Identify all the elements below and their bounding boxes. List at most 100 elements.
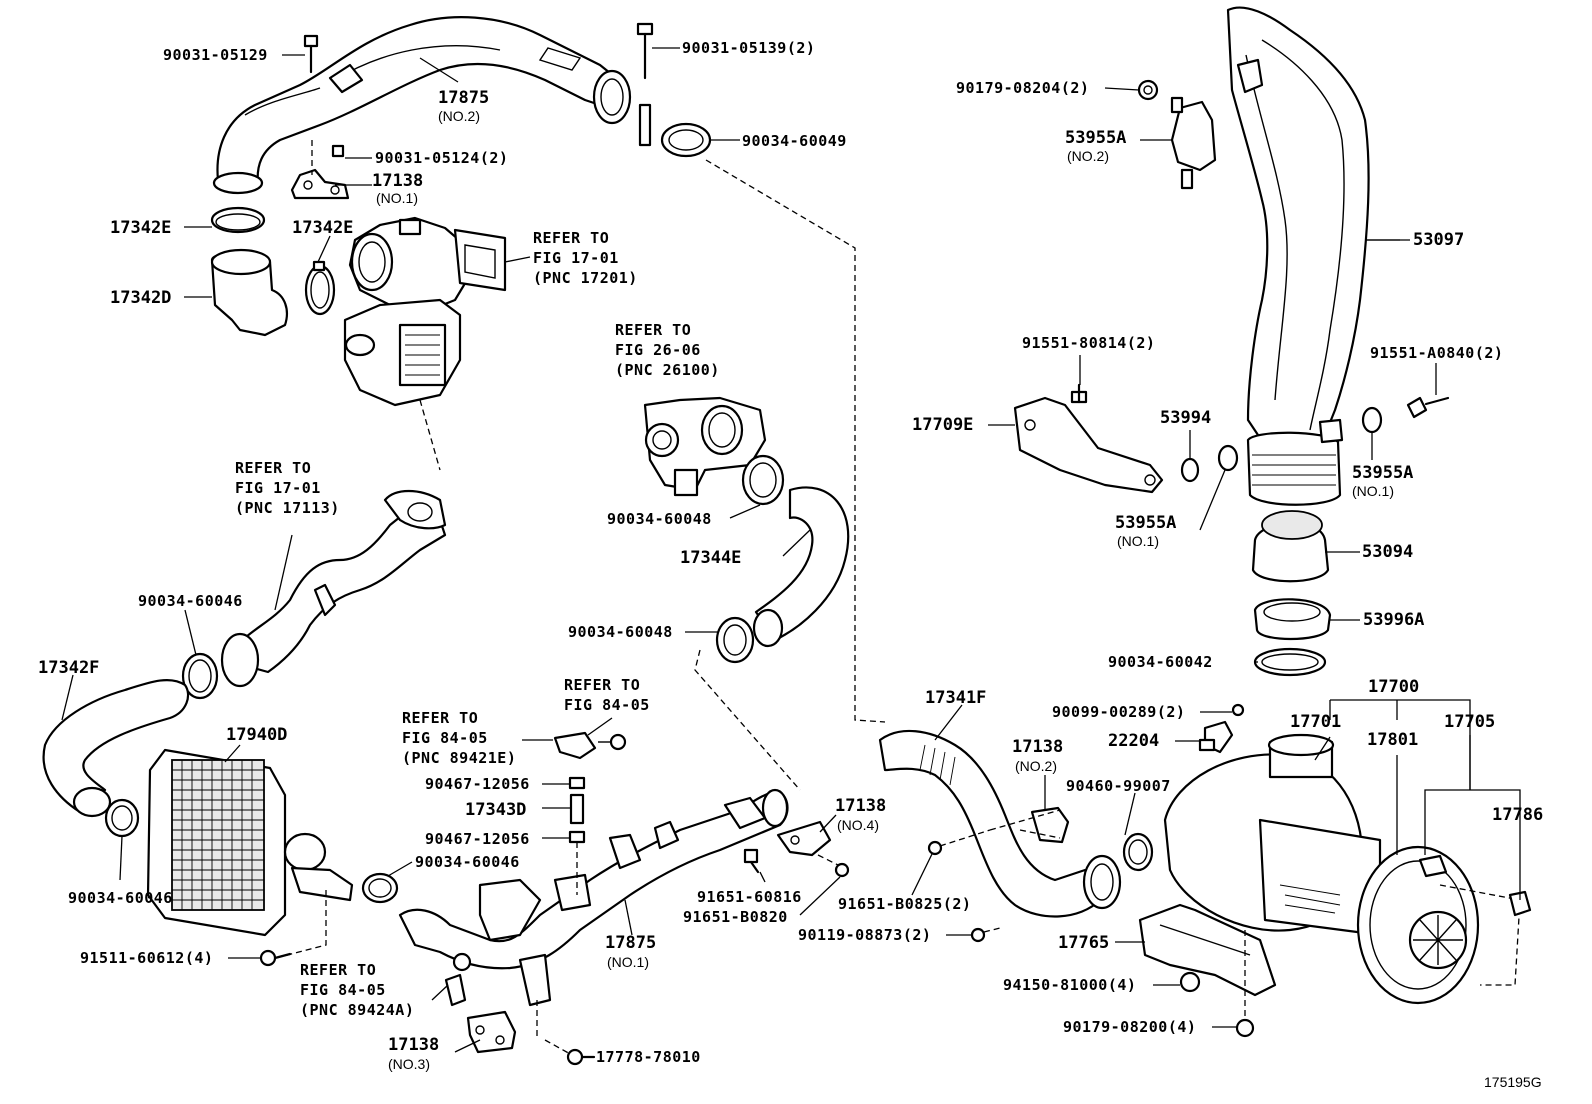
label-17138-d: 17138: [1012, 737, 1063, 757]
throttle-body: [643, 396, 767, 497]
label-22204: 22204: [1108, 731, 1159, 751]
sensor-22204: [1198, 720, 1234, 754]
grommet-53955a-no1-right: [1361, 406, 1383, 434]
bracket-17138-no3: [466, 1010, 517, 1054]
ref5-line3: (PNC 89421E): [402, 749, 516, 767]
label-17342d: 17342D: [110, 288, 171, 308]
label-90034-60042: 90034-60042: [1108, 653, 1213, 671]
labels: 90031-05129 90031-05139(2) 17875 (NO.2) …: [38, 39, 1543, 1090]
ref2-line2: FIG 26-06: [615, 341, 701, 359]
label-90034-60048-b: 90034-60048: [568, 623, 673, 641]
label-17341f: 17341F: [925, 688, 986, 708]
air-cleaner-17700: [1163, 733, 1480, 1005]
clip-90467-12056-upper: [568, 776, 586, 790]
bolt-91511-60612: [259, 949, 292, 967]
label-91551-a0840: 91551-A0840(2): [1370, 344, 1503, 362]
label-53955a-no1-left: 53955A: [1115, 513, 1176, 533]
ref2-line3: (PNC 26100): [615, 361, 720, 379]
label-53955a-no1-right-sub: (NO.1): [1352, 483, 1394, 499]
label-91651-b0825: 91651-B0825(2): [838, 895, 971, 913]
hose-17343d: [569, 793, 585, 825]
label-17765: 17765: [1058, 933, 1109, 953]
intercooler-17940d: [146, 748, 327, 937]
label-91551-80814: 91551-80814(2): [1022, 334, 1155, 352]
ref4-line2: FIG 84-05: [564, 696, 650, 714]
label-53955a-no2-sub: (NO.2): [1067, 148, 1109, 164]
bolt-17778-78010: [566, 1048, 596, 1066]
label-90031-05124: 90031-05124(2): [375, 149, 508, 167]
nut-90179-08200: [1235, 1018, 1255, 1038]
label-53996a: 53996A: [1363, 610, 1424, 630]
label-90179-08204: 90179-08204(2): [956, 79, 1089, 97]
elbow-17342d: [210, 248, 289, 337]
label-53955a-no2: 53955A: [1065, 128, 1126, 148]
bolt-91551-80814: [1070, 383, 1088, 404]
ref3-line2: FIG 17-01: [235, 479, 321, 497]
label-17875-a-sub: (NO.2): [438, 108, 480, 124]
clamp-17342e-right: [304, 260, 336, 316]
bracket-17709e: [1013, 396, 1164, 494]
bolt-90119-08873: [970, 927, 986, 943]
clamp-90034-60046-top: [181, 652, 219, 700]
ref6-line2: FIG 84-05: [300, 981, 386, 999]
nut-90179-08204: [1137, 79, 1159, 101]
bolt-90031-05129: [303, 34, 319, 74]
label-17138-c-sub: (NO.3): [388, 1056, 430, 1072]
label-53955a-no1-right: 53955A: [1352, 463, 1413, 483]
label-90031-05139: 90031-05139(2): [682, 39, 815, 57]
hose-17341f: [878, 729, 1122, 918]
label-17705: 17705: [1444, 712, 1495, 732]
clip-90467-12056-lower: [568, 830, 586, 844]
label-90034-60049: 90034-60049: [742, 132, 847, 150]
bracket-17138-no4: [776, 820, 832, 857]
label-17700: 17700: [1368, 677, 1419, 697]
clamp-90034-60046-center: [361, 872, 399, 904]
ref2-line1: REFER TO: [615, 321, 691, 339]
label-90467-12056-a: 90467-12056: [425, 775, 530, 793]
label-17138-d-sub: (NO.2): [1015, 758, 1057, 774]
bracket-53955a-no2: [1170, 96, 1217, 190]
label-17801: 17801: [1367, 730, 1418, 750]
label-17709e: 17709E: [912, 415, 973, 435]
duct-53094: [1251, 510, 1330, 583]
label-90034-60046-a: 90034-60046: [138, 592, 243, 610]
label-53094: 53094: [1362, 542, 1413, 562]
clamp-90034-60046-left: [104, 798, 140, 838]
label-17778-78010: 17778-78010: [596, 1048, 701, 1066]
label-17138-a-sub: (NO.1): [376, 190, 418, 206]
bolt-91651-b0825: [927, 840, 943, 856]
label-17342e-right: 17342E: [292, 218, 353, 238]
label-53097: 53097: [1413, 230, 1464, 250]
label-17875-b: 17875: [605, 933, 656, 953]
label-17343d: 17343D: [465, 800, 526, 820]
label-90034-60048-a: 90034-60048: [607, 510, 712, 528]
ref1-line3: (PNC 17201): [533, 269, 638, 287]
label-17138-b-sub: (NO.4): [837, 817, 879, 833]
clamp-17342e-left: [210, 206, 266, 234]
grommet-53955a-no1-left: [1217, 444, 1239, 472]
ref5-line1: REFER TO: [402, 709, 478, 727]
pipe-17113: [220, 489, 447, 688]
clamp-90034-60048-bottom: [715, 616, 755, 664]
label-17875-b-sub: (NO.1): [607, 954, 649, 970]
label-17138-a: 17138: [372, 171, 423, 191]
label-90460-99007: 90460-99007: [1066, 777, 1171, 795]
label-17138-c: 17138: [388, 1035, 439, 1055]
intake-pipe-no1: [398, 788, 789, 1007]
label-91651-b0820: 91651-B0820: [683, 908, 788, 926]
ref3-line3: (PNC 17113): [235, 499, 340, 517]
label-90179-08200: 90179-08200(4): [1063, 1018, 1196, 1036]
ref6-line1: REFER TO: [300, 961, 376, 979]
label-90119-08873: 90119-08873(2): [798, 926, 931, 944]
bolt-91651-b0820: [834, 862, 850, 878]
label-91651-60816: 91651-60816: [697, 888, 802, 906]
label-17875-a: 17875: [438, 88, 489, 108]
label-90099-00289: 90099-00289(2): [1052, 703, 1185, 721]
label-17342e-left: 17342E: [110, 218, 171, 238]
label-90467-12056-b: 90467-12056: [425, 830, 530, 848]
bolt-91651-60816: [743, 848, 760, 874]
label-90034-60046-c: 90034-60046: [68, 889, 173, 907]
figure-id: 175195G: [1484, 1074, 1542, 1090]
ref4-line1: REFER TO: [564, 676, 640, 694]
